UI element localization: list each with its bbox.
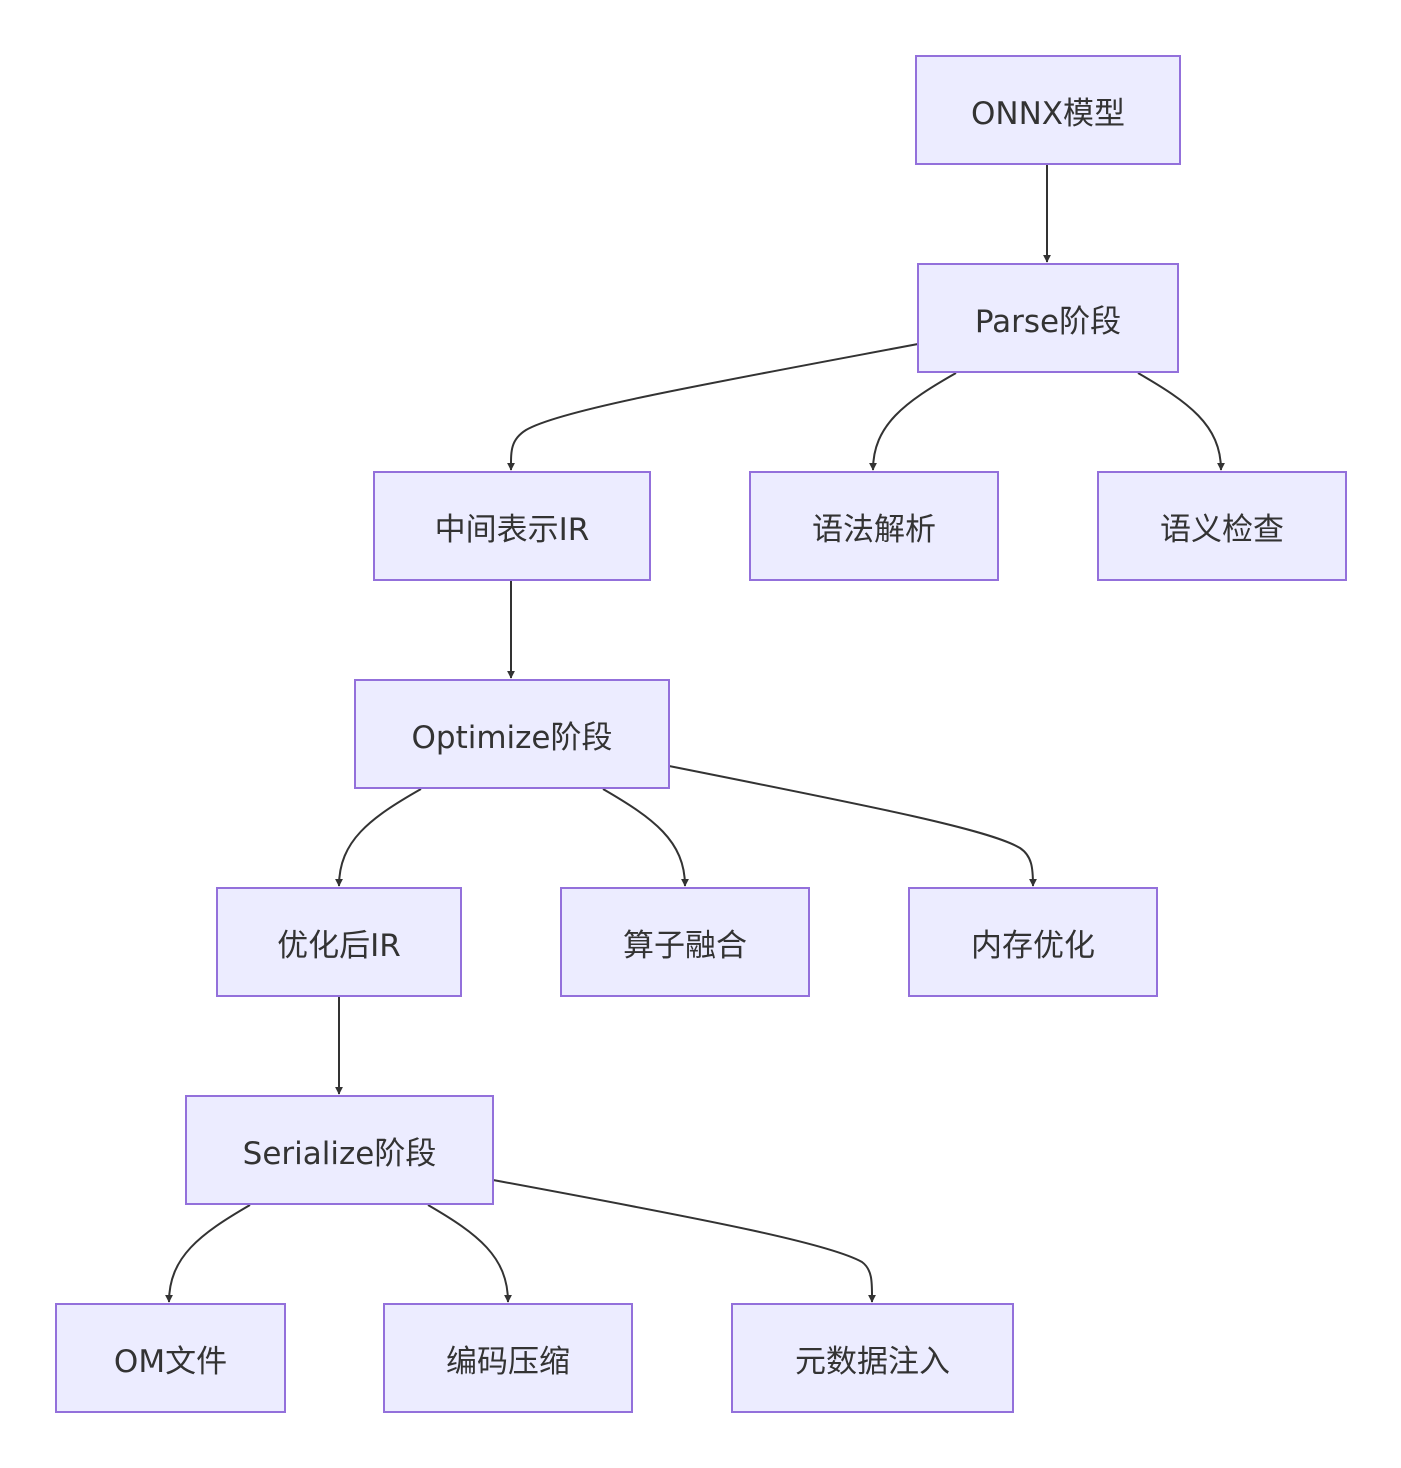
node-operator-fusion: 算子融合 xyxy=(560,887,810,997)
node-metadata-inject: 元数据注入 xyxy=(731,1303,1014,1413)
edge-parse-semantic xyxy=(1137,372,1225,471)
node-optimize-stage: Optimize阶段 xyxy=(354,679,670,789)
node-serialize-stage: Serialize阶段 xyxy=(185,1095,494,1205)
node-encode-compress: 编码压缩 xyxy=(383,1303,633,1413)
node-memory-optimization: 内存优化 xyxy=(908,887,1158,997)
edge-parse-syntax xyxy=(869,372,957,471)
edge-serialize-compress xyxy=(427,1204,512,1303)
node-om-file: OM文件 xyxy=(55,1303,286,1413)
node-onnx-model: ONNX模型 xyxy=(915,55,1181,165)
node-intermediate-ir: 中间表示IR xyxy=(373,471,651,581)
edge-optimize-memory xyxy=(668,765,1037,887)
node-optimized-ir: 优化后IR xyxy=(216,887,462,997)
node-syntax-parse: 语法解析 xyxy=(749,471,999,581)
edge-serialize-om xyxy=(165,1204,251,1303)
edge-optimize-fusion xyxy=(602,788,689,887)
edge-parse-ir xyxy=(506,343,919,471)
edge-serialize-metadata xyxy=(492,1179,877,1303)
edge-optimize-optir xyxy=(335,788,422,887)
node-semantic-check: 语义检查 xyxy=(1097,471,1347,581)
node-parse-stage: Parse阶段 xyxy=(917,263,1179,373)
